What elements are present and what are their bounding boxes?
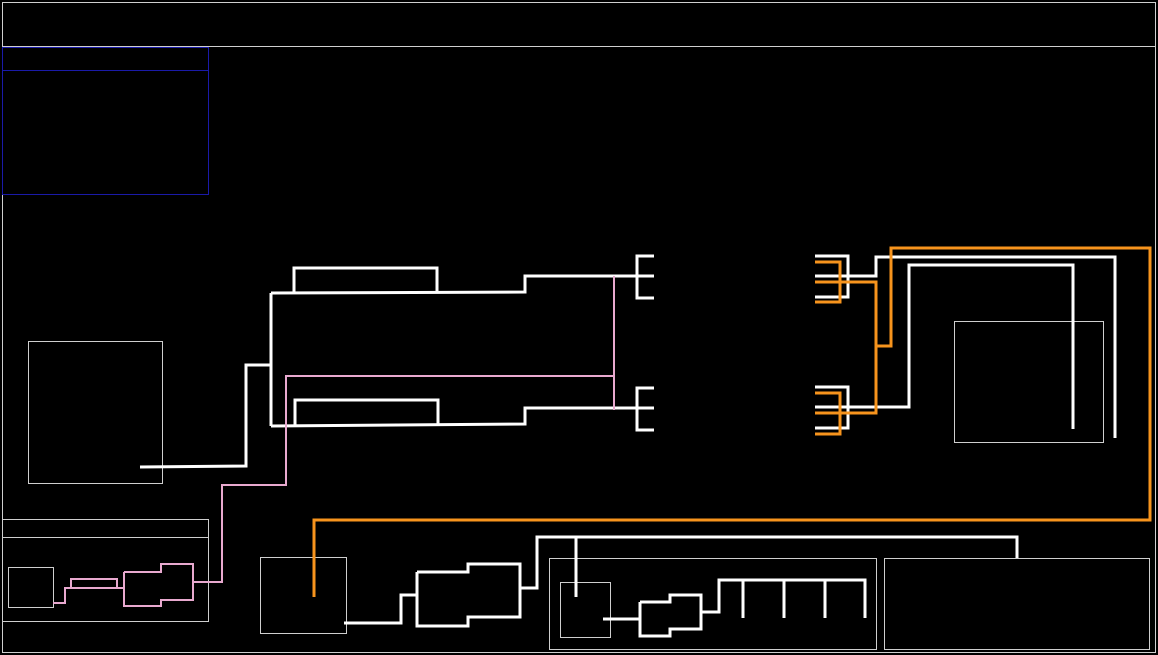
upper-branch-wire (270, 274, 654, 295)
bottom-left-module-header (2, 519, 209, 538)
bottom-left-module[interactable] (2, 519, 209, 622)
bottom-input-feed-wire (344, 593, 417, 625)
lower-branch-bump (293, 398, 440, 425)
orange-wiring (312, 246, 1152, 597)
left-module-feed-wire (139, 363, 271, 469)
pink-small-bump (70, 578, 118, 588)
right-upper-route-wire (848, 255, 1117, 438)
bottom-center-panel[interactable] (549, 558, 877, 650)
bottom-step-block-wire (415, 562, 522, 628)
bottom-center-panel-frame (549, 558, 877, 650)
pink-wiring (53, 276, 615, 607)
orange-main-loop-wire (312, 246, 1152, 597)
orange-upper-tap-link (815, 280, 878, 346)
bottom-return-bus-wire (520, 535, 1019, 590)
bottom-left-module-body (2, 537, 209, 622)
pink-signal-wire (193, 375, 614, 583)
bottom-right-panel[interactable] (884, 558, 1150, 650)
pink-step-block (123, 563, 194, 607)
bottom-input-block[interactable] (260, 557, 347, 634)
panel-comb-wire (701, 578, 867, 618)
selection-panel[interactable] (2, 47, 209, 195)
bottom-center-inner-box (560, 582, 611, 638)
panel-step-block-wire (638, 593, 703, 638)
selection-panel-frame (2, 47, 209, 195)
bottom-left-inner-box (8, 567, 54, 608)
upper-branch-bump (292, 266, 439, 293)
orange-lower-tap-wire (815, 391, 842, 436)
right-lower-route-wire (848, 263, 1075, 429)
lower-connector-bracket (635, 386, 654, 432)
upper-connector-bracket (635, 254, 654, 300)
right-module-box[interactable] (954, 321, 1104, 443)
left-module-box[interactable] (28, 341, 163, 484)
lower-branch-wire (270, 406, 654, 428)
pink-bottom-left-feed (53, 587, 124, 604)
primary-wiring (139, 254, 1117, 638)
